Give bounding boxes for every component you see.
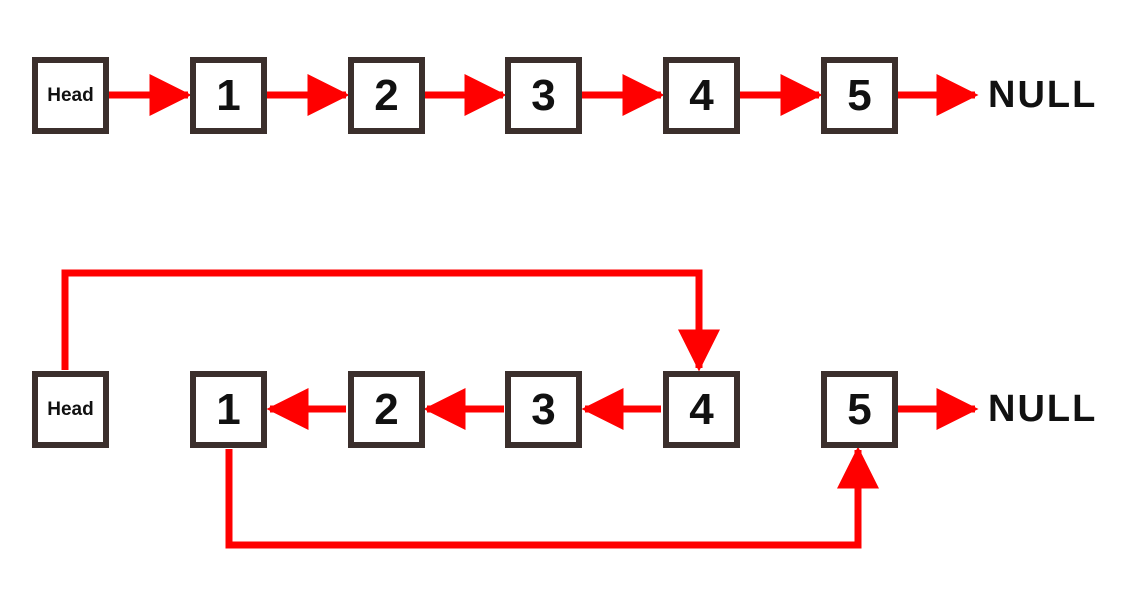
list-node-3: 3 — [505, 57, 582, 134]
reversed-node-4: 4 — [663, 371, 740, 448]
null-terminator-reversed: NULL — [988, 388, 1098, 430]
list-node-1: 1 — [190, 57, 267, 134]
null-terminator: NULL — [988, 74, 1098, 116]
arrow-1-to-5 — [225, 446, 879, 549]
arrow-head-to-4 — [61, 269, 720, 372]
head-node-reversed: Head — [32, 371, 109, 448]
head-node: Head — [32, 57, 109, 134]
reversed-node-3: 3 — [505, 371, 582, 448]
reversed-node-5: 5 — [821, 371, 898, 448]
list-node-4: 4 — [663, 57, 740, 134]
reversed-node-1: 1 — [190, 371, 267, 448]
list-node-5: 5 — [821, 57, 898, 134]
reversed-node-2: 2 — [348, 371, 425, 448]
reversed-list-arrows — [61, 269, 979, 549]
list-node-2: 2 — [348, 57, 425, 134]
